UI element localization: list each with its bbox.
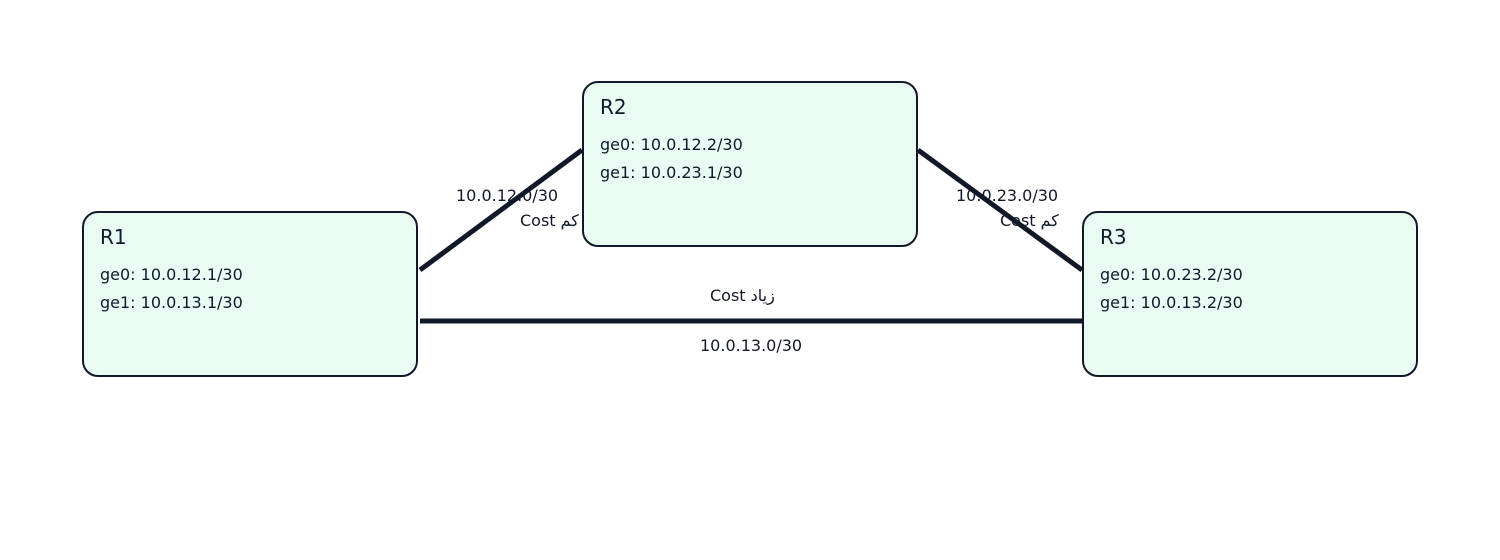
- link-cost-label-r1-r3: Cost زیاد: [710, 286, 775, 305]
- link-subnet-label-r2-r3: 10.0.23.0/30: [956, 186, 1059, 205]
- router-interface: ge0: 10.0.23.2/30: [1100, 265, 1243, 284]
- router-node-r3: R3 ge0: 10.0.23.2/30 ge1: 10.0.13.2/30: [1082, 211, 1418, 377]
- link-line-r2-r3: [916, 147, 1084, 273]
- router-interface: ge1: 10.0.13.1/30: [100, 293, 243, 312]
- router-interface: ge1: 10.0.23.1/30: [600, 163, 743, 182]
- router-node-r1: R1 ge0: 10.0.12.1/30 ge1: 10.0.13.1/30: [82, 211, 418, 377]
- link-subnet-label-r1-r2: 10.0.12.0/30: [456, 186, 559, 205]
- link-cost-label-r2-r3: Cost کم: [1000, 211, 1059, 230]
- router-name: R2: [600, 95, 627, 119]
- router-node-r2: R2 ge0: 10.0.12.2/30 ge1: 10.0.23.1/30: [582, 81, 918, 247]
- router-name: R1: [100, 225, 127, 249]
- router-interface: ge0: 10.0.12.1/30: [100, 265, 243, 284]
- link-subnet-label-r1-r3: 10.0.13.0/30: [700, 336, 803, 355]
- router-interface: ge1: 10.0.13.2/30: [1100, 293, 1243, 312]
- link-line-r1-r2: [418, 147, 584, 273]
- router-name: R3: [1100, 225, 1127, 249]
- router-interface: ge0: 10.0.12.2/30: [600, 135, 743, 154]
- link-cost-label-r1-r2: Cost کم: [520, 211, 579, 230]
